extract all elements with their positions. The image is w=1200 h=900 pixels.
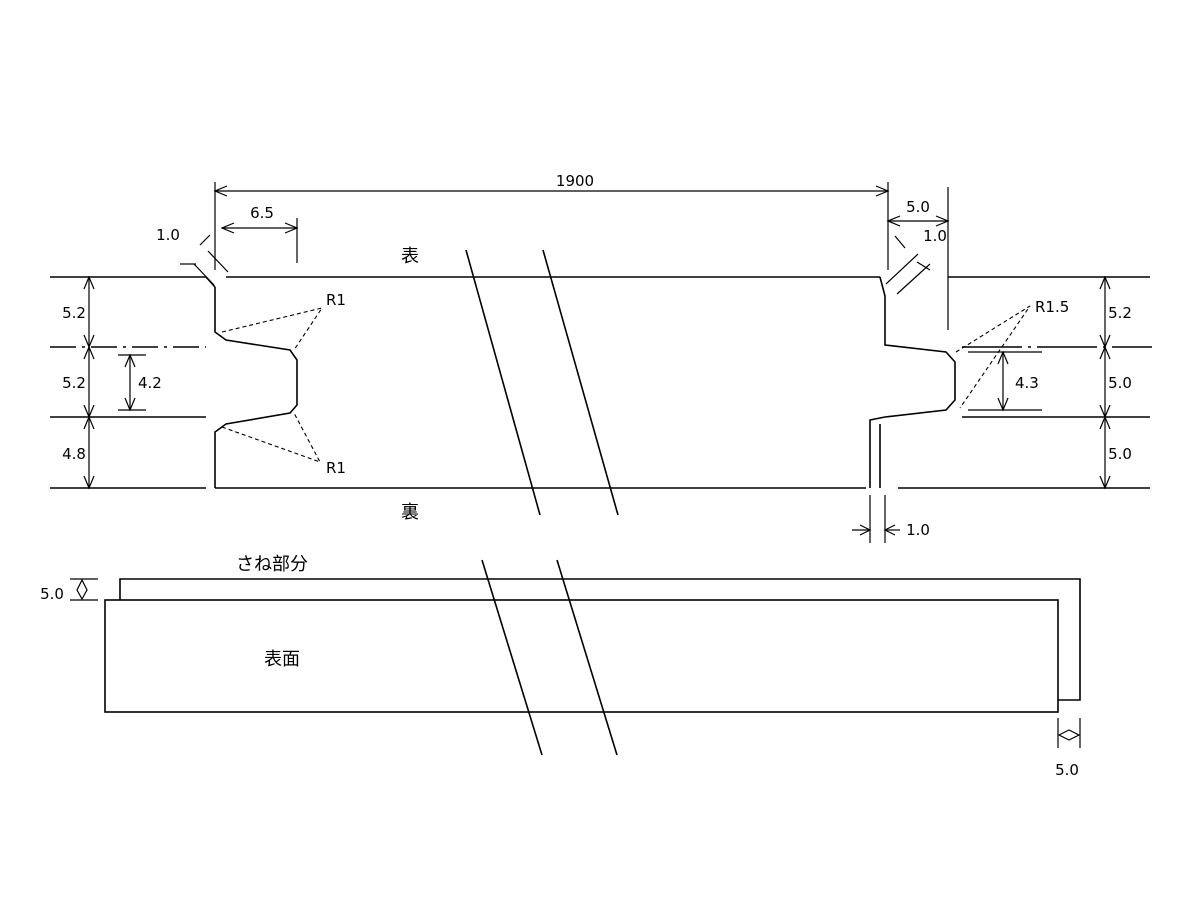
cross-section-view: [50, 234, 1152, 516]
bottom-offset-label: 1.0: [906, 521, 930, 539]
arrowhead: [83, 415, 95, 430]
arrowhead: [875, 185, 890, 197]
arrowhead: [220, 222, 235, 234]
tongue-strip-outline: [119, 578, 1081, 701]
tongue-part-label: さね部分: [236, 554, 308, 575]
arrowhead: [1099, 475, 1111, 490]
left-chamfer-dim: [207, 250, 229, 273]
tongue-strip-width-label: 5.0: [40, 585, 64, 603]
arrowhead: [997, 397, 1009, 412]
board-surface: [104, 599, 1059, 713]
arrowhead: [213, 185, 228, 197]
tongue-overhang-label: 5.0: [1055, 761, 1079, 779]
right-radius-label: R1.5: [1035, 298, 1069, 316]
right-chamfer-dim: [894, 235, 906, 249]
arrowhead: [997, 350, 1009, 365]
right-middle-thickness-label: 5.0: [1108, 374, 1132, 392]
tongue-overhang-dim: [1057, 729, 1081, 741]
right-bottom-thickness-label: 5.0: [1108, 445, 1132, 463]
radius-leader: [221, 412, 322, 463]
right-chamfer-dim: [916, 261, 931, 271]
right-chamfer-size-label: 1.0: [923, 227, 947, 245]
left-groove-profile: [214, 287, 298, 488]
overall-length-label: 1900: [556, 172, 594, 190]
dimension-lines: 1900 6.5 1.0 5.0 1.0 1.0 5.2 5.: [62, 172, 1132, 543]
left-chamfer-dim: [193, 263, 215, 286]
break-line: [465, 249, 541, 516]
radius-leaders: R1 R1 R1.5: [221, 291, 1069, 477]
left-chamfer-offset-label: 6.5: [250, 204, 274, 222]
arrowhead: [859, 524, 872, 536]
tongue-strip-width-dim: [76, 578, 88, 601]
radius-leader: [221, 307, 324, 351]
right-chamfer-dim: [885, 253, 919, 285]
arrowhead: [284, 222, 299, 234]
radius-leader: [955, 305, 1031, 409]
arrowhead: [124, 397, 136, 412]
left-bottom-radius-label: R1: [326, 459, 346, 477]
front-face-label: 表: [401, 246, 419, 267]
right-chamfer-dim: [896, 263, 931, 295]
left-bottom-thickness-label: 4.8: [62, 445, 86, 463]
left-chamfer-size-label: 1.0: [156, 226, 180, 244]
right-tongue-depth-label: 4.3: [1015, 374, 1039, 392]
arrowhead: [83, 475, 95, 490]
arrowhead: [1099, 275, 1111, 290]
back-face-label: 裏: [401, 502, 419, 523]
arrowhead: [83, 345, 95, 360]
left-middle-thickness-label: 5.2: [62, 374, 86, 392]
break-line: [481, 559, 543, 756]
left-chamfer-dim: [199, 234, 211, 246]
surface-label: 表面: [264, 649, 300, 670]
arrowhead: [1099, 345, 1111, 360]
arrowhead: [886, 215, 901, 227]
arrowhead: [83, 275, 95, 290]
break-line: [542, 249, 619, 516]
left-top-thickness-label: 5.2: [62, 304, 86, 322]
right-top-thickness-label: 5.2: [1108, 304, 1132, 322]
right-tongue-profile: [869, 276, 956, 488]
plan-view: さね部分 表面 5.0 5.0: [40, 554, 1081, 779]
break-line: [556, 559, 618, 756]
left-groove-depth-label: 4.2: [138, 374, 162, 392]
arrowhead: [883, 524, 896, 536]
right-chamfer-offset-label: 5.0: [906, 198, 930, 216]
left-top-radius-label: R1: [326, 291, 346, 309]
arrowhead: [1099, 415, 1111, 430]
arrowhead: [124, 353, 136, 368]
arrowhead: [935, 215, 950, 227]
